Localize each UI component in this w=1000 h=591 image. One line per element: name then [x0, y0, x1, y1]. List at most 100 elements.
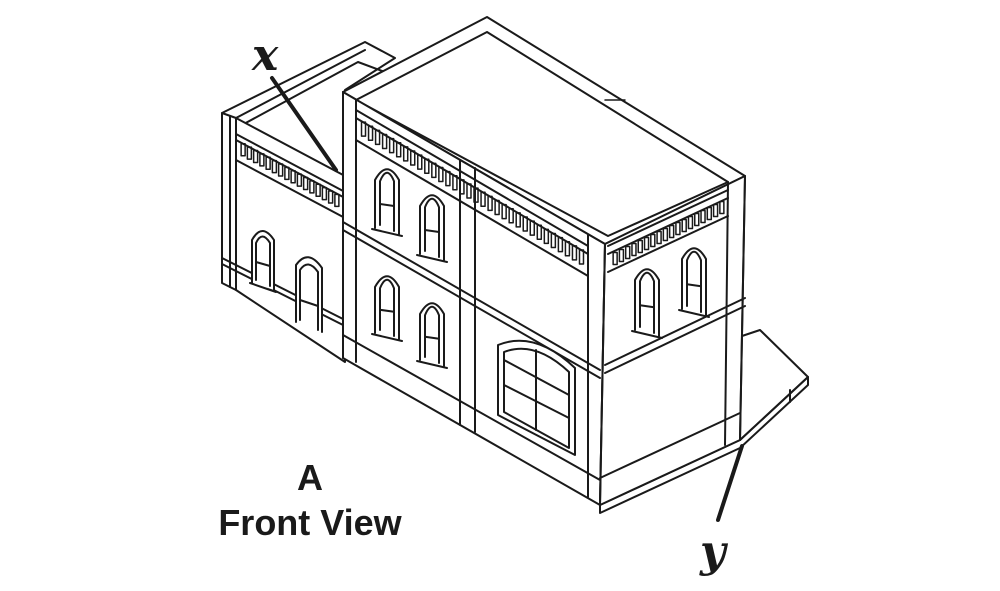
- dentil: [445, 170, 451, 187]
- dentil: [321, 186, 328, 201]
- window-mullion: [379, 308, 395, 313]
- dentil: [675, 221, 681, 236]
- dentil: [656, 230, 662, 245]
- dentil: [284, 166, 290, 181]
- window-sash: [424, 305, 440, 364]
- callout-label-x: x: [252, 30, 279, 81]
- dentil: [395, 141, 402, 158]
- dentil: [259, 153, 265, 167]
- window-sill: [416, 360, 448, 369]
- dentil: [668, 224, 675, 239]
- window-sash: [686, 250, 702, 313]
- dentil: [662, 227, 669, 242]
- window-mullion: [639, 304, 655, 309]
- dentil: [494, 199, 500, 216]
- dentil: [290, 169, 296, 184]
- dentil: [431, 162, 437, 179]
- dentil: [681, 218, 687, 233]
- dentil: [501, 203, 507, 220]
- dentil: [643, 236, 650, 251]
- leader-line-x: [270, 76, 338, 172]
- dentil: [564, 240, 571, 257]
- dentil-row-left: [240, 142, 340, 208]
- window-mullion: [424, 229, 440, 233]
- window-mullion: [424, 335, 440, 340]
- arched-window: [681, 247, 707, 316]
- window-sash: [639, 271, 655, 334]
- window-sill: [371, 228, 403, 237]
- dentil: [240, 142, 246, 157]
- dentil: [309, 180, 315, 194]
- dentil: [719, 200, 725, 215]
- window-sill: [371, 333, 403, 342]
- dentil: [334, 193, 340, 208]
- dentil: [473, 187, 479, 203]
- dentil: [631, 242, 637, 257]
- dentil: [578, 249, 585, 265]
- dentil: [402, 146, 409, 162]
- window-sash: [424, 197, 440, 258]
- dentil-row-front: [360, 121, 585, 265]
- dentil: [624, 245, 631, 260]
- dentil: [265, 156, 271, 170]
- window-mullion: [379, 203, 395, 207]
- storefront-window: [497, 339, 576, 456]
- main-block: [342, 16, 746, 506]
- view-caption: Front View: [218, 502, 402, 543]
- dentil: [315, 183, 321, 197]
- dentil: [381, 133, 388, 150]
- dentil: [712, 203, 719, 218]
- window-mullion: [686, 283, 702, 288]
- leader-line-y: [716, 444, 744, 522]
- dentil: [480, 191, 486, 207]
- dentil: [374, 129, 381, 146]
- arched-window: [419, 302, 445, 367]
- dentil: [508, 207, 514, 224]
- dentil: [522, 216, 528, 232]
- dentil: [388, 137, 395, 154]
- dentil: [618, 248, 625, 263]
- dentil: [417, 154, 423, 170]
- arched-window: [419, 194, 445, 261]
- arched-window: [374, 275, 400, 340]
- dentil: [296, 173, 303, 187]
- dentil: [424, 158, 430, 174]
- window-sill: [631, 330, 663, 339]
- callout-label-y: y: [700, 526, 726, 577]
- left-wing: [221, 41, 396, 363]
- dentil: [687, 215, 694, 230]
- dentil: [302, 176, 309, 191]
- window-sash: [379, 171, 395, 232]
- dentil: [700, 209, 706, 224]
- dentil: [706, 206, 713, 221]
- left-wing-window: [249, 230, 277, 293]
- dentil: [694, 212, 700, 227]
- dentil: [360, 121, 367, 137]
- dentil: [438, 166, 444, 183]
- dentil: [466, 183, 472, 199]
- dentil: [515, 212, 521, 228]
- dentil: [543, 228, 550, 245]
- dentil-row-side: [612, 200, 725, 266]
- dentil: [452, 174, 458, 191]
- dentil: [246, 146, 253, 160]
- dentil: [612, 251, 618, 266]
- dentil: [327, 190, 334, 204]
- dentil: [271, 159, 278, 174]
- dentil: [536, 224, 543, 240]
- arched-windows: [371, 168, 710, 369]
- dentil: [529, 220, 536, 236]
- window-sill: [678, 309, 710, 318]
- dentil: [650, 233, 656, 248]
- dentil: [277, 163, 284, 177]
- dentil: [367, 125, 374, 141]
- arched-window: [374, 168, 400, 235]
- left-wing-door: [295, 256, 323, 333]
- window-sill: [416, 254, 448, 263]
- dentil: [550, 232, 557, 249]
- dentil: [571, 245, 578, 261]
- window-sash: [379, 278, 395, 337]
- view-letter: A: [297, 457, 323, 498]
